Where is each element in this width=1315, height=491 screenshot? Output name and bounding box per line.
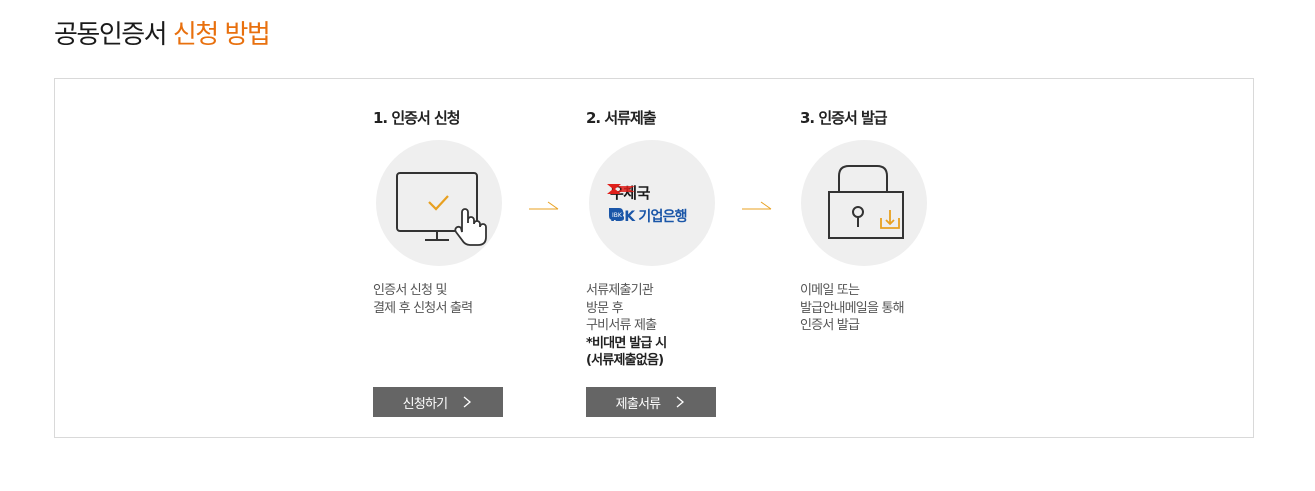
step-3-title: 3. 인증서 발급 xyxy=(800,109,888,127)
chevron-right-icon xyxy=(676,396,685,408)
steps-panel: 1. 인증서 신청 인증서 신청 및 결제 후 신청서 출력 신청하기 xyxy=(54,78,1254,438)
step-3-desc-line: 이메일 또는 xyxy=(800,283,860,298)
arrow-right-icon xyxy=(529,201,559,210)
page-title-main: 공동인증서 xyxy=(54,20,168,50)
svg-text:IBK: IBK xyxy=(612,212,623,219)
step-2-note-line: *비대면 발급 시 xyxy=(586,335,667,351)
page-title: 공동인증서 신청 방법 xyxy=(54,14,271,51)
documents-button[interactable]: 제출서류 xyxy=(586,387,716,417)
ibk-icon: IBK xyxy=(609,208,623,220)
step-1-desc-line: 인증서 신청 및 xyxy=(373,283,447,298)
step-2-desc-line: 구비서류 제출 xyxy=(586,318,657,333)
apply-button-label: 신청하기 xyxy=(402,396,448,412)
post-office-logo: 우체국 xyxy=(607,182,650,203)
ibk-text: IBK 기업은행 xyxy=(610,209,688,225)
step-3-circle xyxy=(801,140,927,266)
monitor-check-cursor-icon xyxy=(396,172,487,246)
step-2-note-line: (서류제출없음) xyxy=(586,353,664,368)
step-2-desc-line: 방문 후 xyxy=(586,300,624,316)
lock-download-icon xyxy=(828,165,904,239)
apply-button[interactable]: 신청하기 xyxy=(373,387,503,417)
ibk-logo: IBK IBK 기업은행 xyxy=(607,206,688,226)
post-office-icon xyxy=(607,184,635,194)
step-1-desc: 인증서 신청 및 결제 후 신청서 출력 xyxy=(373,282,573,317)
step-2-desc-line: 서류제출기관 xyxy=(586,283,654,298)
step-1-desc-line: 결제 후 신청서 출력 xyxy=(373,300,473,316)
documents-button-label: 제출서류 xyxy=(615,396,661,412)
step-3-desc-line: 인증서 발급 xyxy=(800,318,860,333)
chevron-right-icon xyxy=(463,396,472,408)
step-1-circle xyxy=(376,140,502,266)
step-2-desc: 서류제출기관 방문 후 구비서류 제출 *비대면 발급 시 (서류제출없음) xyxy=(586,282,786,370)
step-1-title: 1. 인증서 신청 xyxy=(373,109,461,127)
step-3-desc: 이메일 또는 발급안내메일을 통해 인증서 발급 xyxy=(800,282,1000,335)
step-2-circle: 우체국 IBK IBK 기업은행 xyxy=(589,140,715,266)
step-3-desc-line: 발급안내메일을 통해 xyxy=(800,300,905,316)
arrow-right-icon xyxy=(742,201,772,210)
step-2-title: 2. 서류제출 xyxy=(586,109,657,127)
post-office-text: 우체국 xyxy=(610,184,650,202)
page-title-accent: 신청 방법 xyxy=(172,20,271,50)
